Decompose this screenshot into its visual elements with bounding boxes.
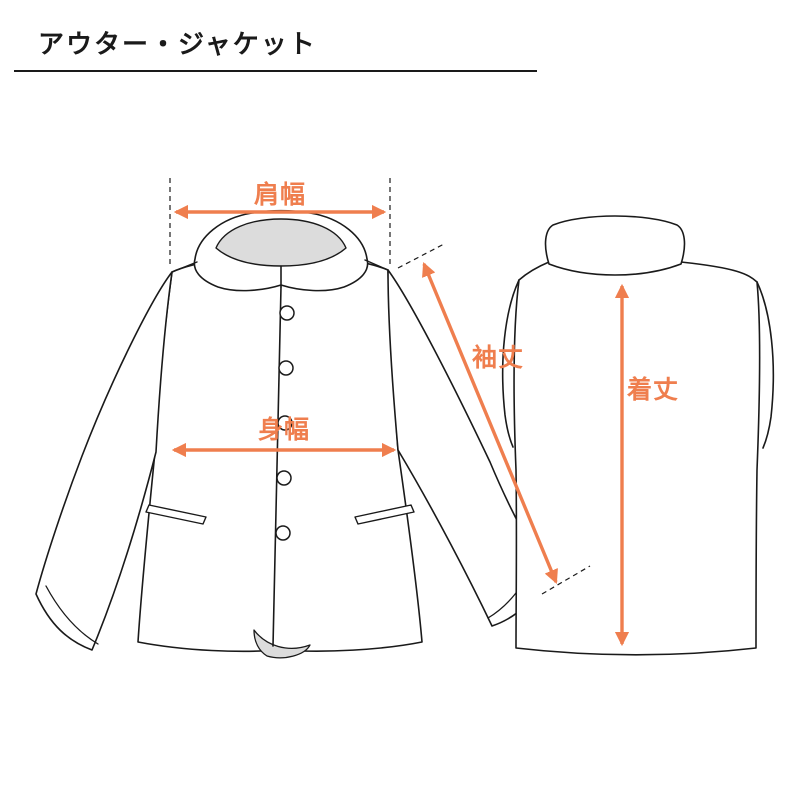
back-body (513, 256, 761, 656)
front-collar-inner (215, 218, 347, 267)
page-title: アウター・ジャケット (38, 30, 317, 60)
shoulder-width-label: 肩幅 (253, 180, 307, 209)
front-right-shoulder-seam (364, 259, 389, 271)
sleeve-length-label: 袖丈 (471, 343, 525, 372)
front-buttons (275, 305, 295, 541)
measurement-guides (169, 178, 591, 595)
front-left-shoulder-seam (171, 261, 198, 273)
sleeve-bottom-guide (541, 565, 591, 595)
measurement-arrows (171, 204, 630, 647)
garment-length-label: 着丈 (626, 375, 680, 404)
title-underline (14, 70, 537, 72)
front-left-pocket (145, 504, 207, 525)
front-left-sleeve (35, 271, 173, 651)
back-collar (544, 215, 686, 276)
front-left-cuff-line (45, 585, 99, 645)
front-hem-lining (253, 629, 311, 659)
jacket-back-drawing (501, 215, 775, 656)
body-width-label: 身幅 (257, 415, 311, 444)
back-right-sleeve (756, 281, 775, 449)
front-right-pocket (354, 504, 415, 525)
sleeve-top-guide (397, 243, 445, 269)
sleeve-length-arrow (422, 262, 558, 584)
